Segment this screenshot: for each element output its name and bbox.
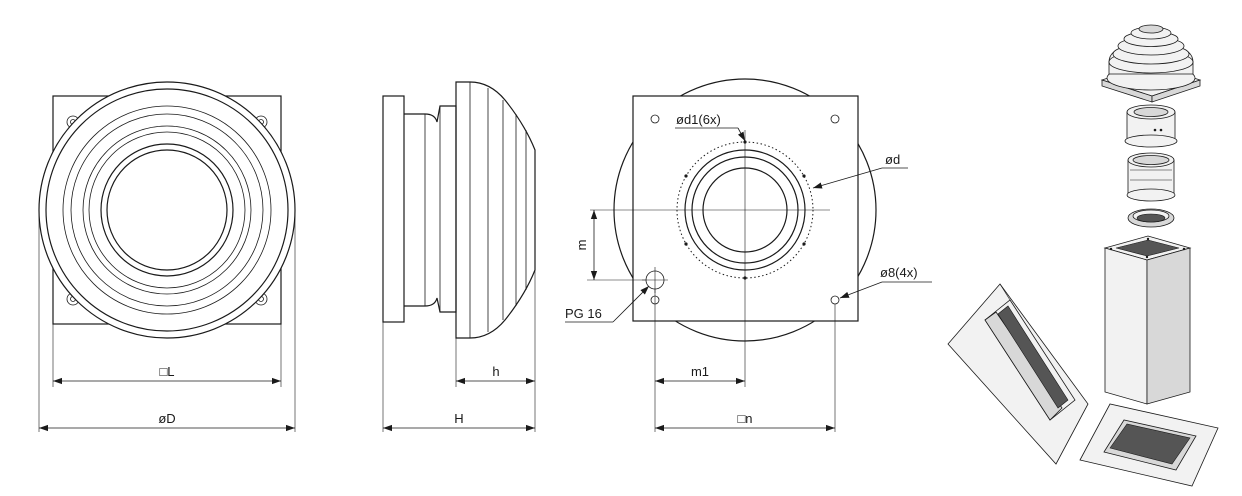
front-view: □L øD	[38, 81, 296, 432]
collar-ring	[1127, 208, 1175, 228]
side-hood	[455, 81, 536, 339]
label-square-L: □L	[159, 364, 174, 379]
label-square-n: □n	[737, 411, 752, 426]
label-diameter-D: øD	[158, 411, 175, 426]
fan-motor	[1124, 104, 1178, 148]
label-m: m	[574, 240, 589, 251]
label-pg16: PG 16	[565, 306, 602, 321]
fan-hood	[1100, 24, 1202, 103]
label-h: h	[492, 364, 499, 379]
label-m1: m1	[691, 364, 709, 379]
side-flange	[382, 95, 405, 323]
exploded-assembly-view	[947, 24, 1219, 487]
front-outer-ring	[38, 81, 296, 339]
label-d1-holes: ød1(6x)	[676, 112, 721, 127]
flat-roof-flashing	[1079, 403, 1219, 487]
label-H: H	[454, 411, 463, 426]
top-square-plate	[632, 95, 859, 322]
label-corner-holes: ø8(4x)	[880, 265, 918, 280]
side-view: h H	[382, 81, 536, 432]
top-bolt-holes	[684, 140, 806, 280]
roof-base	[1103, 235, 1192, 405]
front-inner-opening	[106, 149, 228, 271]
label-d: ød	[885, 152, 900, 167]
adapter-ring	[1126, 152, 1176, 202]
top-view: m m1 □n ød1(6x) ød ø8(4x) PG 16	[565, 78, 932, 432]
sloped-roof-adapter	[947, 283, 1089, 465]
